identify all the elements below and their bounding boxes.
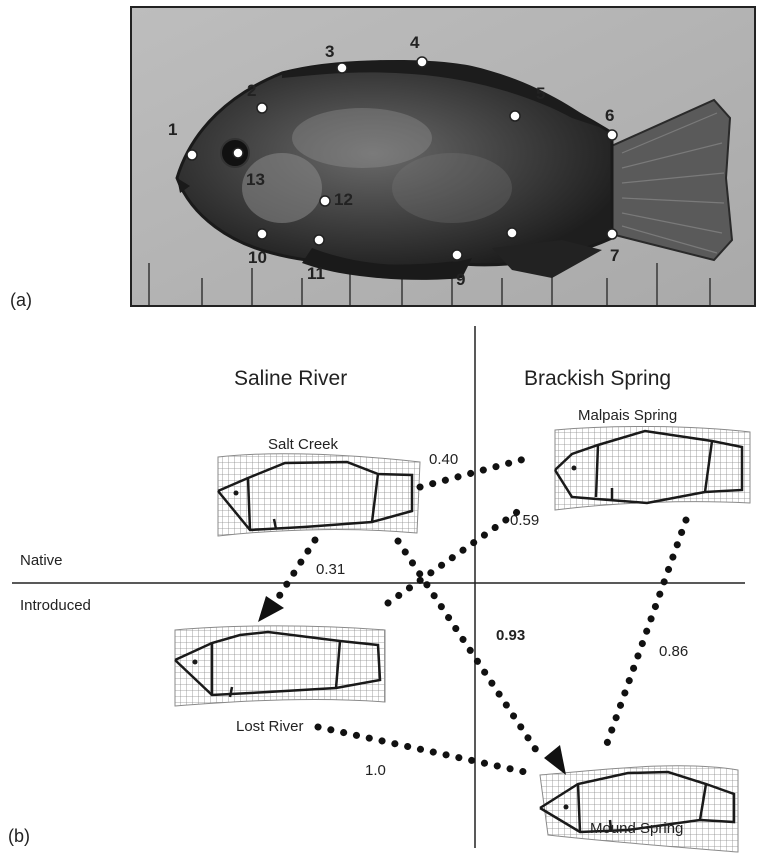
- link-salt-mound: [398, 541, 540, 756]
- coefficient-malpais-mound: 0.86: [659, 643, 688, 660]
- column-title-right: Brackish Spring: [524, 367, 671, 391]
- coefficient-salt-mound: 0.93: [496, 627, 525, 644]
- coefficient-lost-malpais: 0.59: [510, 512, 539, 529]
- row-label-native: Native: [20, 552, 63, 569]
- link-lost-mound: [318, 727, 525, 772]
- site-label-malpais-spring: Malpais Spring: [578, 407, 677, 424]
- coefficient-lost-mound: 1.0: [365, 762, 386, 779]
- site-label-lost-river: Lost River: [236, 718, 304, 735]
- coefficient-salt-lost: 0.31: [316, 561, 345, 578]
- salt-creek-shape: [218, 454, 420, 536]
- site-label-salt-creek: Salt Creek: [268, 436, 338, 453]
- link-salt-lost: [278, 540, 315, 598]
- column-title-left: Saline River: [234, 367, 347, 391]
- site-label-mound-spring: Mound Spring: [590, 820, 683, 837]
- link-malpais-mound: [604, 520, 686, 752]
- panel-b-label: (b): [8, 826, 30, 847]
- row-label-introduced: Introduced: [20, 597, 91, 614]
- arrowhead-mound-spring: [544, 745, 566, 775]
- coefficient-salt-malpais: 0.40: [429, 451, 458, 468]
- lost-river-shape: [175, 626, 385, 706]
- arrowhead-lost-river: [258, 596, 284, 622]
- mound-spring-shape: [540, 766, 738, 852]
- malpais-spring-shape: [555, 426, 750, 510]
